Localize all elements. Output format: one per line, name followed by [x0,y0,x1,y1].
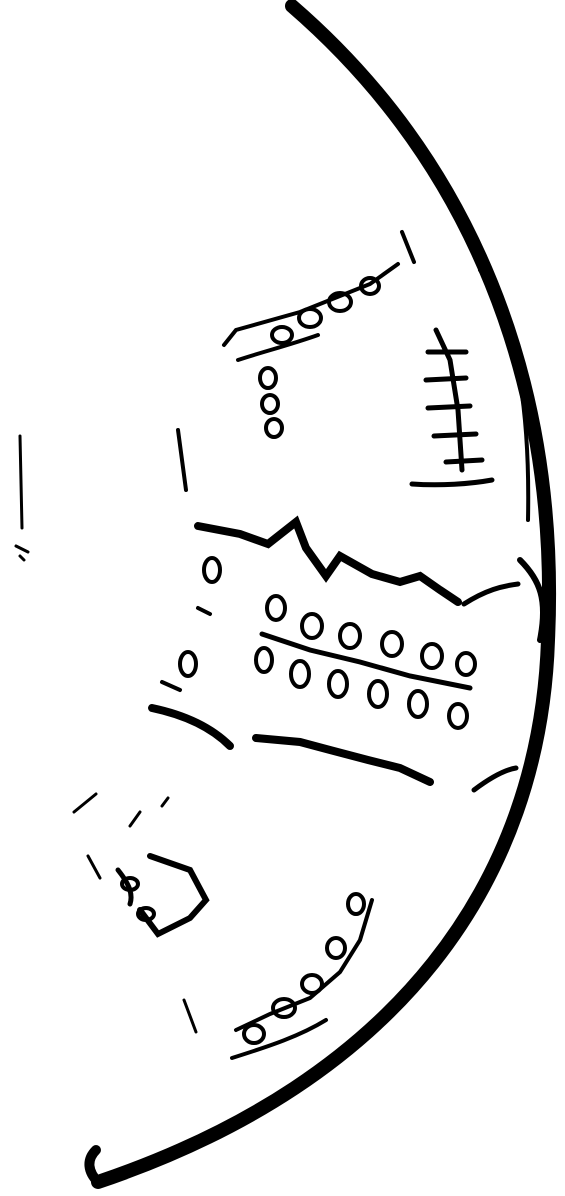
top-ring [266,419,282,437]
lower-tick [74,794,96,812]
top-bracket-lower [238,335,318,360]
comb-tooth [446,460,482,462]
band-ring [302,614,322,638]
stray-mark [16,546,28,552]
lower-ornament [74,794,372,1058]
band-ring [180,652,196,676]
band-tick [162,682,180,690]
band-ring [204,558,220,582]
left-swoop [152,708,230,746]
right-swoop [474,768,516,790]
stray-mark [20,556,24,560]
band-ring [382,632,402,656]
top-ornament [178,232,414,490]
lower-ring [244,1025,264,1043]
band-ring [256,648,272,672]
lower-tick [162,798,168,806]
top-ring [260,368,276,388]
stray-mark [20,436,22,528]
crenel-band-top [198,522,458,602]
lower-glyph [140,856,206,934]
band-ring [457,653,475,675]
top-ring [272,327,292,343]
lower-tick [130,812,140,826]
lower-ring [302,975,322,993]
comb-base [412,480,492,485]
crenel-band-bottom [256,738,430,782]
comb-tooth [434,434,476,436]
rim-bottom-hook [89,1150,98,1182]
top-ring [299,309,321,327]
lower-bracket [236,900,372,1030]
band-ring [449,704,467,728]
band-left-rings [162,558,220,690]
band-ring [369,681,387,707]
left-marks [16,436,28,560]
band-ring [291,661,309,687]
band-tick [198,608,210,614]
right-swoop [464,584,518,604]
comb-tooth [428,406,470,408]
lower-ring [327,938,345,958]
top-tick [402,232,414,262]
lower-tick [88,856,100,878]
rim-notch [520,560,543,640]
band-ring [267,596,285,620]
lower-ring [348,894,364,914]
top-tick [178,430,186,490]
central-ornament [152,522,518,790]
comb-tooth [426,378,466,380]
upper-right-ornament [412,330,492,485]
lower-tick [184,1000,196,1032]
band-ring [409,691,427,717]
top-ring [262,395,278,413]
band-ring [422,644,442,668]
band-ring [340,624,360,648]
band-ring [329,671,347,697]
